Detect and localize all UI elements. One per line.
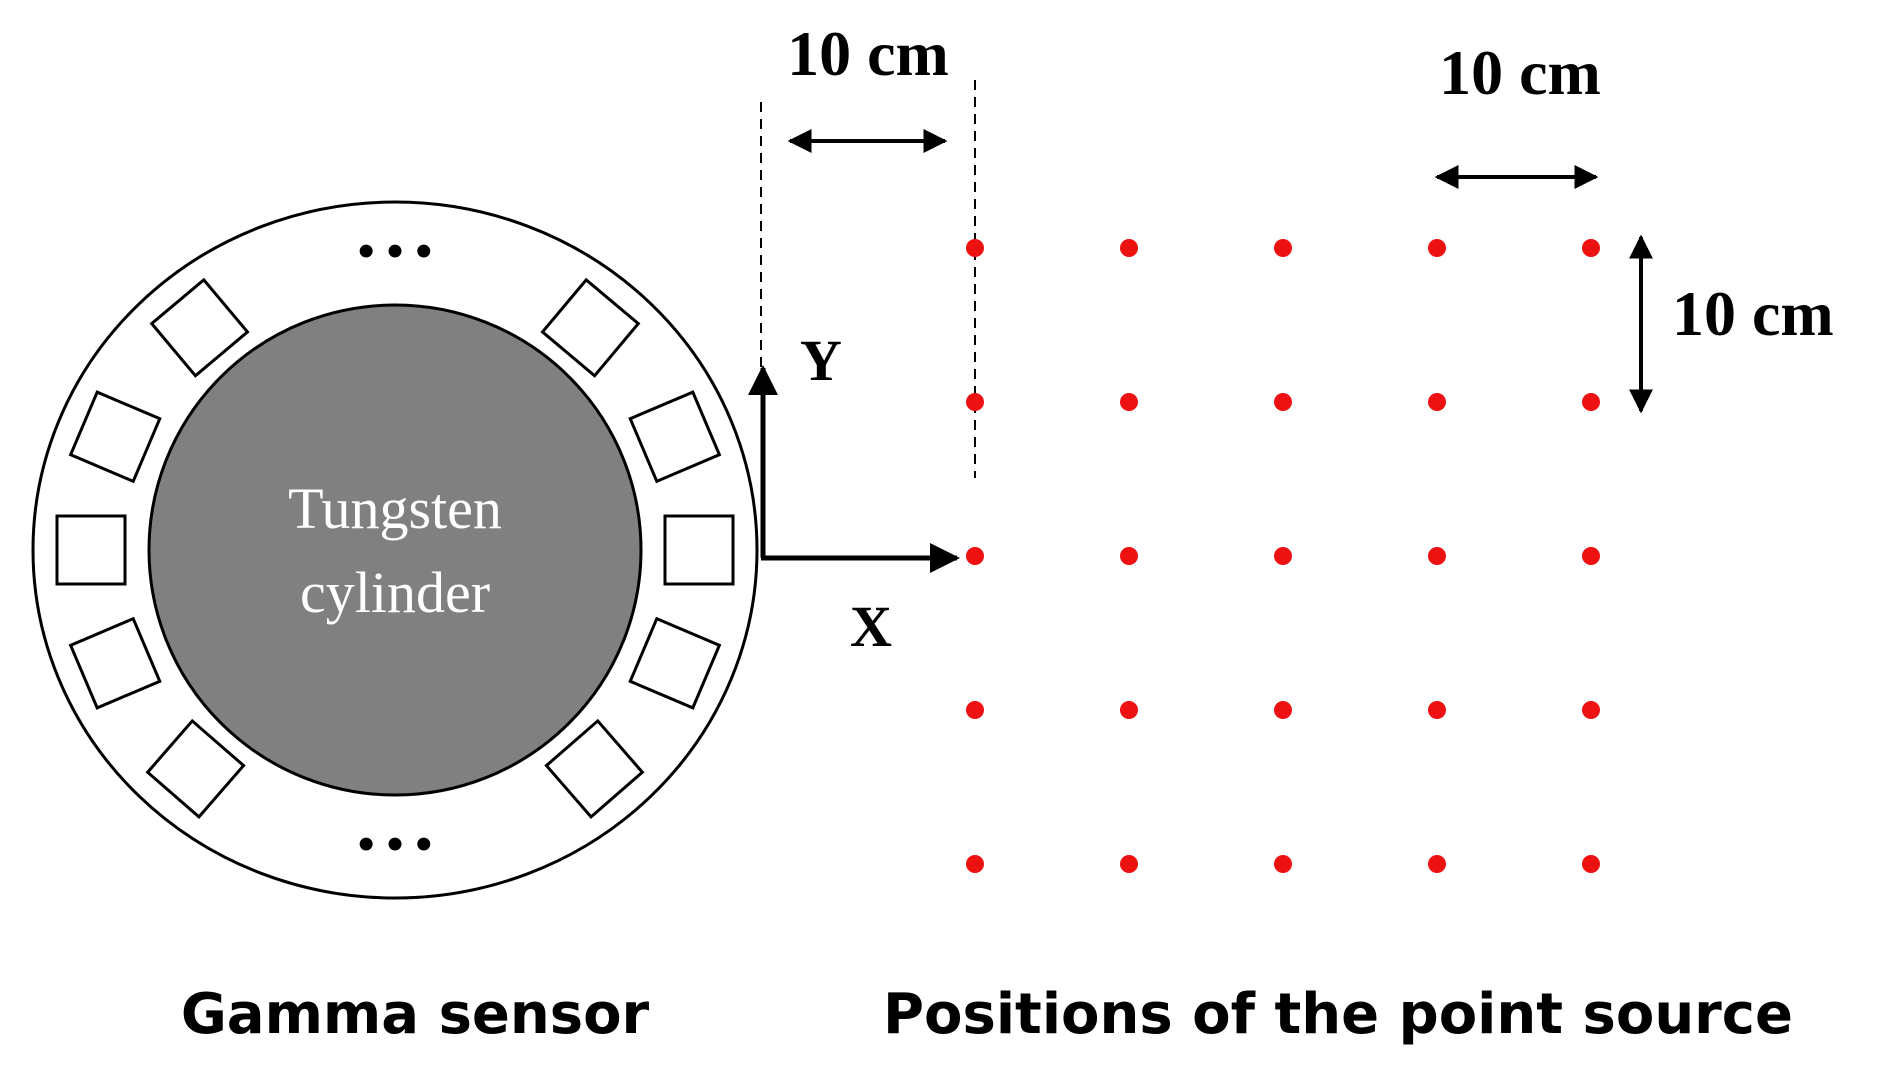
point-source — [1428, 239, 1446, 257]
caption-gamma-sensor: Gamma sensor — [181, 982, 650, 1047]
x-axis-label: X — [850, 594, 892, 659]
detector-element — [149, 277, 250, 378]
detector-element — [145, 718, 246, 819]
dimension-right: 10 cm — [1629, 234, 1834, 414]
detector-element — [68, 390, 162, 484]
point-source — [1274, 393, 1292, 411]
dim-top-label: 10 cm — [1439, 37, 1601, 108]
point-source — [1120, 239, 1138, 257]
dim-left-label: 10 cm — [787, 18, 949, 89]
detector-element — [628, 390, 722, 484]
point-source — [1120, 393, 1138, 411]
point-source — [1274, 701, 1292, 719]
point-source — [1274, 239, 1292, 257]
point-source — [1582, 393, 1600, 411]
detector-element — [663, 514, 735, 586]
detector-squares — [55, 277, 735, 819]
detector-element — [68, 616, 162, 710]
point-source — [966, 393, 984, 411]
detector-element — [55, 514, 127, 586]
point-source — [1428, 547, 1446, 565]
point-source — [1428, 393, 1446, 411]
caption-point-positions: Positions of the point source — [883, 982, 1793, 1047]
y-axis-label: Y — [800, 328, 842, 393]
dimension-top: 10 cm — [1434, 37, 1601, 189]
point-source — [1120, 855, 1138, 873]
detector-element — [544, 718, 645, 819]
point-source — [1120, 547, 1138, 565]
point-source — [1582, 855, 1600, 873]
tungsten-cylinder — [147, 303, 643, 797]
dim-right-label: 10 cm — [1672, 278, 1834, 349]
core-label-line2: cylinder — [300, 560, 490, 625]
point-source — [966, 855, 984, 873]
point-source — [1274, 547, 1292, 565]
point-source — [966, 701, 984, 719]
point-source — [1582, 701, 1600, 719]
ellipsis-bottom: • • • — [358, 818, 432, 871]
point-source — [1120, 701, 1138, 719]
point-source — [966, 547, 984, 565]
detector-element — [540, 277, 641, 378]
point-source — [1428, 855, 1446, 873]
coordinate-axes: Y X — [748, 328, 960, 659]
ellipsis-top: • • • — [358, 225, 432, 278]
point-source-grid — [966, 239, 1600, 873]
point-source — [1582, 239, 1600, 257]
dimension-left: 10 cm — [760, 18, 976, 478]
point-source — [966, 239, 984, 257]
point-source — [1428, 701, 1446, 719]
point-source — [1582, 547, 1600, 565]
point-source — [1274, 855, 1292, 873]
detector-element — [628, 616, 722, 710]
core-label-line1: Tungsten — [288, 476, 502, 541]
gamma-sensor: Tungsten cylinder • • • • • • — [31, 200, 759, 900]
